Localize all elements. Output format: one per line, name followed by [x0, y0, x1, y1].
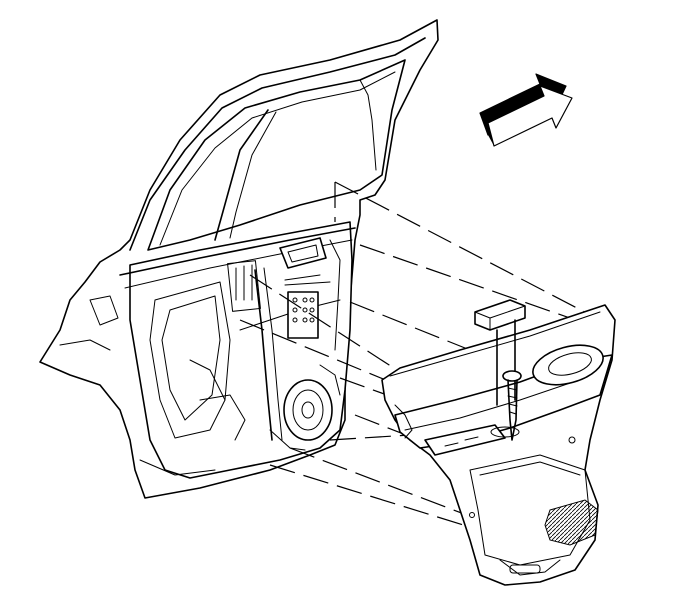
door-frame-icon: [39, 19, 439, 499]
door-trim-panel-icon: [381, 304, 616, 586]
screw-icon: [502, 370, 522, 441]
clip-icon: [474, 299, 526, 406]
front-direction-arrow-icon: [479, 73, 573, 147]
